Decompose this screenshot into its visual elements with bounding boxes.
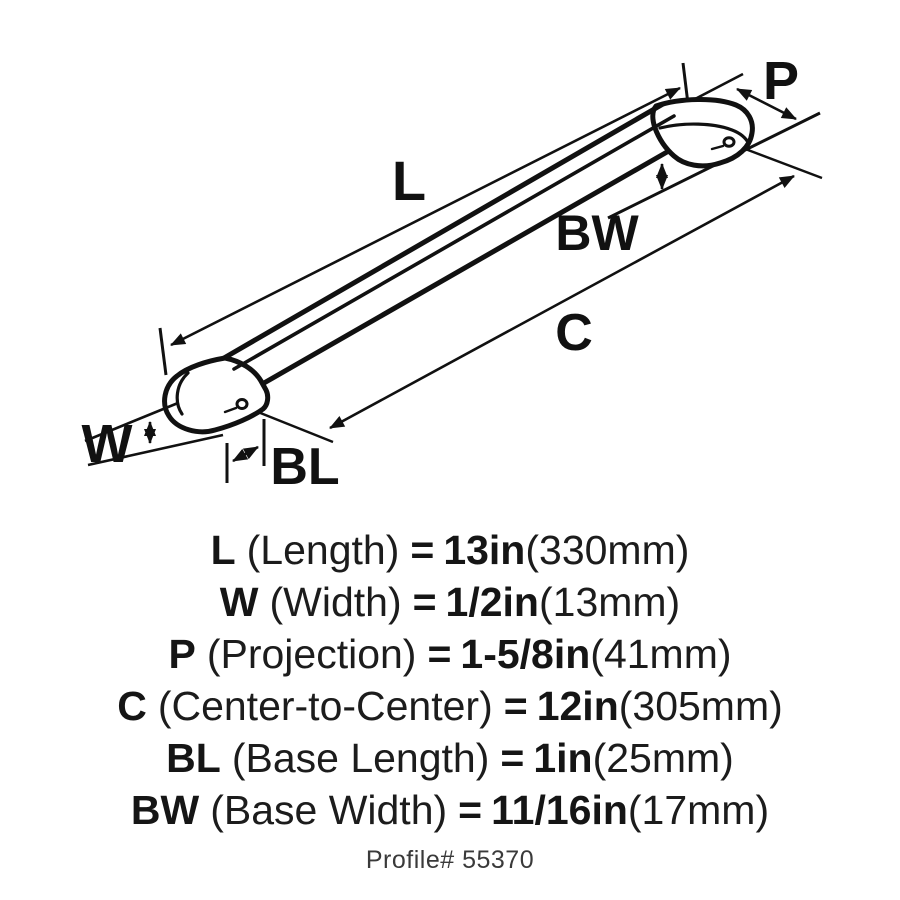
bar-bottom-front-edge (261, 149, 670, 386)
legend-value: 1in (533, 735, 593, 781)
equals-sign: = (427, 631, 452, 677)
legend-value: 13in (443, 527, 526, 573)
dimension-legend: L(Length)=13in(330mm) W(Width)=1/2in(13m… (0, 524, 900, 836)
legend-name: (Center-to-Center) (157, 683, 493, 729)
legend-metric: (25mm) (592, 735, 734, 781)
legend-metric: (17mm) (627, 787, 770, 833)
equals-sign: = (500, 735, 525, 781)
w-ext-line-top (84, 401, 179, 443)
legend-value: 12in (536, 683, 619, 729)
left-foot (162, 355, 271, 435)
equals-sign: = (503, 683, 528, 729)
bar-top-front-edge (232, 114, 676, 371)
p-dim-line (736, 87, 797, 121)
legend-metric: (13mm) (538, 579, 681, 625)
legend-name: (Base Length) (231, 735, 490, 781)
dimension-l-label: L (392, 149, 426, 212)
dimension-p-label: P (763, 51, 799, 111)
handle-dimension-diagram: L C P BW (82, 51, 823, 496)
legend-name: (Projection) (206, 631, 417, 677)
legend-row-width: W(Width)=1/2in(13mm) (0, 576, 900, 628)
bl-dim-arrow (232, 445, 259, 463)
dimension-c: C (232, 145, 823, 444)
right-screw-hole-mark (710, 144, 725, 151)
legend-row-center-to-center: C(Center-to-Center)=12in(305mm) (0, 680, 900, 732)
dimension-bw-label: BW (555, 205, 639, 261)
profile-number: Profile# 55370 (365, 846, 535, 874)
legend-row-base-width: BW(Base Width)=11/16in(17mm) (0, 784, 900, 836)
c-dim-line (329, 174, 795, 430)
w-ext-line-bottom (87, 433, 224, 467)
legend-row-projection: P(Projection)=1-5/8in(41mm) (0, 628, 900, 680)
legend-metric: (330mm) (525, 527, 690, 573)
equals-sign: = (410, 527, 435, 573)
dimension-w-label: W (82, 414, 133, 474)
right-screw-hole (722, 136, 736, 148)
legend-symbol: L (210, 527, 236, 573)
legend-symbol: W (219, 579, 259, 625)
legend-symbol: BW (130, 787, 200, 833)
bar-top-back-edge (221, 101, 666, 361)
dimension-bl-label: BL (270, 438, 339, 496)
dimension-bw: BW (555, 163, 668, 261)
legend-value: 1/2in (445, 579, 539, 625)
legend-name: (Length) (246, 527, 400, 573)
equals-sign: = (458, 787, 483, 833)
legend-symbol: P (168, 631, 196, 677)
dimension-w: W (82, 401, 224, 474)
legend-symbol: BL (166, 735, 221, 781)
legend-row-length: L(Length)=13in(330mm) (0, 524, 900, 576)
p-ext-line (694, 72, 744, 101)
right-foot-crease-line (658, 122, 751, 146)
left-foot-endcap-line (175, 371, 190, 416)
legend-metric: (305mm) (618, 683, 783, 729)
legend-symbol: C (117, 683, 147, 729)
handle-body (162, 97, 755, 435)
legend-name: (Width) (269, 579, 402, 625)
l-tick-left (158, 327, 168, 376)
c-centerline-right (739, 145, 823, 180)
dimension-c-label: C (555, 304, 593, 362)
left-screw-hole (235, 398, 249, 410)
l-tick-right (681, 62, 690, 105)
legend-metric: (41mm) (590, 631, 732, 677)
legend-name: (Base Width) (210, 787, 448, 833)
legend-value: 11/16in (491, 787, 628, 833)
legend-row-base-length: BL(Base Length)=1in(25mm) (0, 732, 900, 784)
left-screw-hole-mark (223, 406, 238, 414)
equals-sign: = (412, 579, 437, 625)
dimension-p: P (607, 51, 821, 220)
dimension-bl: BL (225, 419, 340, 496)
legend-value: 1-5/8in (460, 631, 591, 677)
